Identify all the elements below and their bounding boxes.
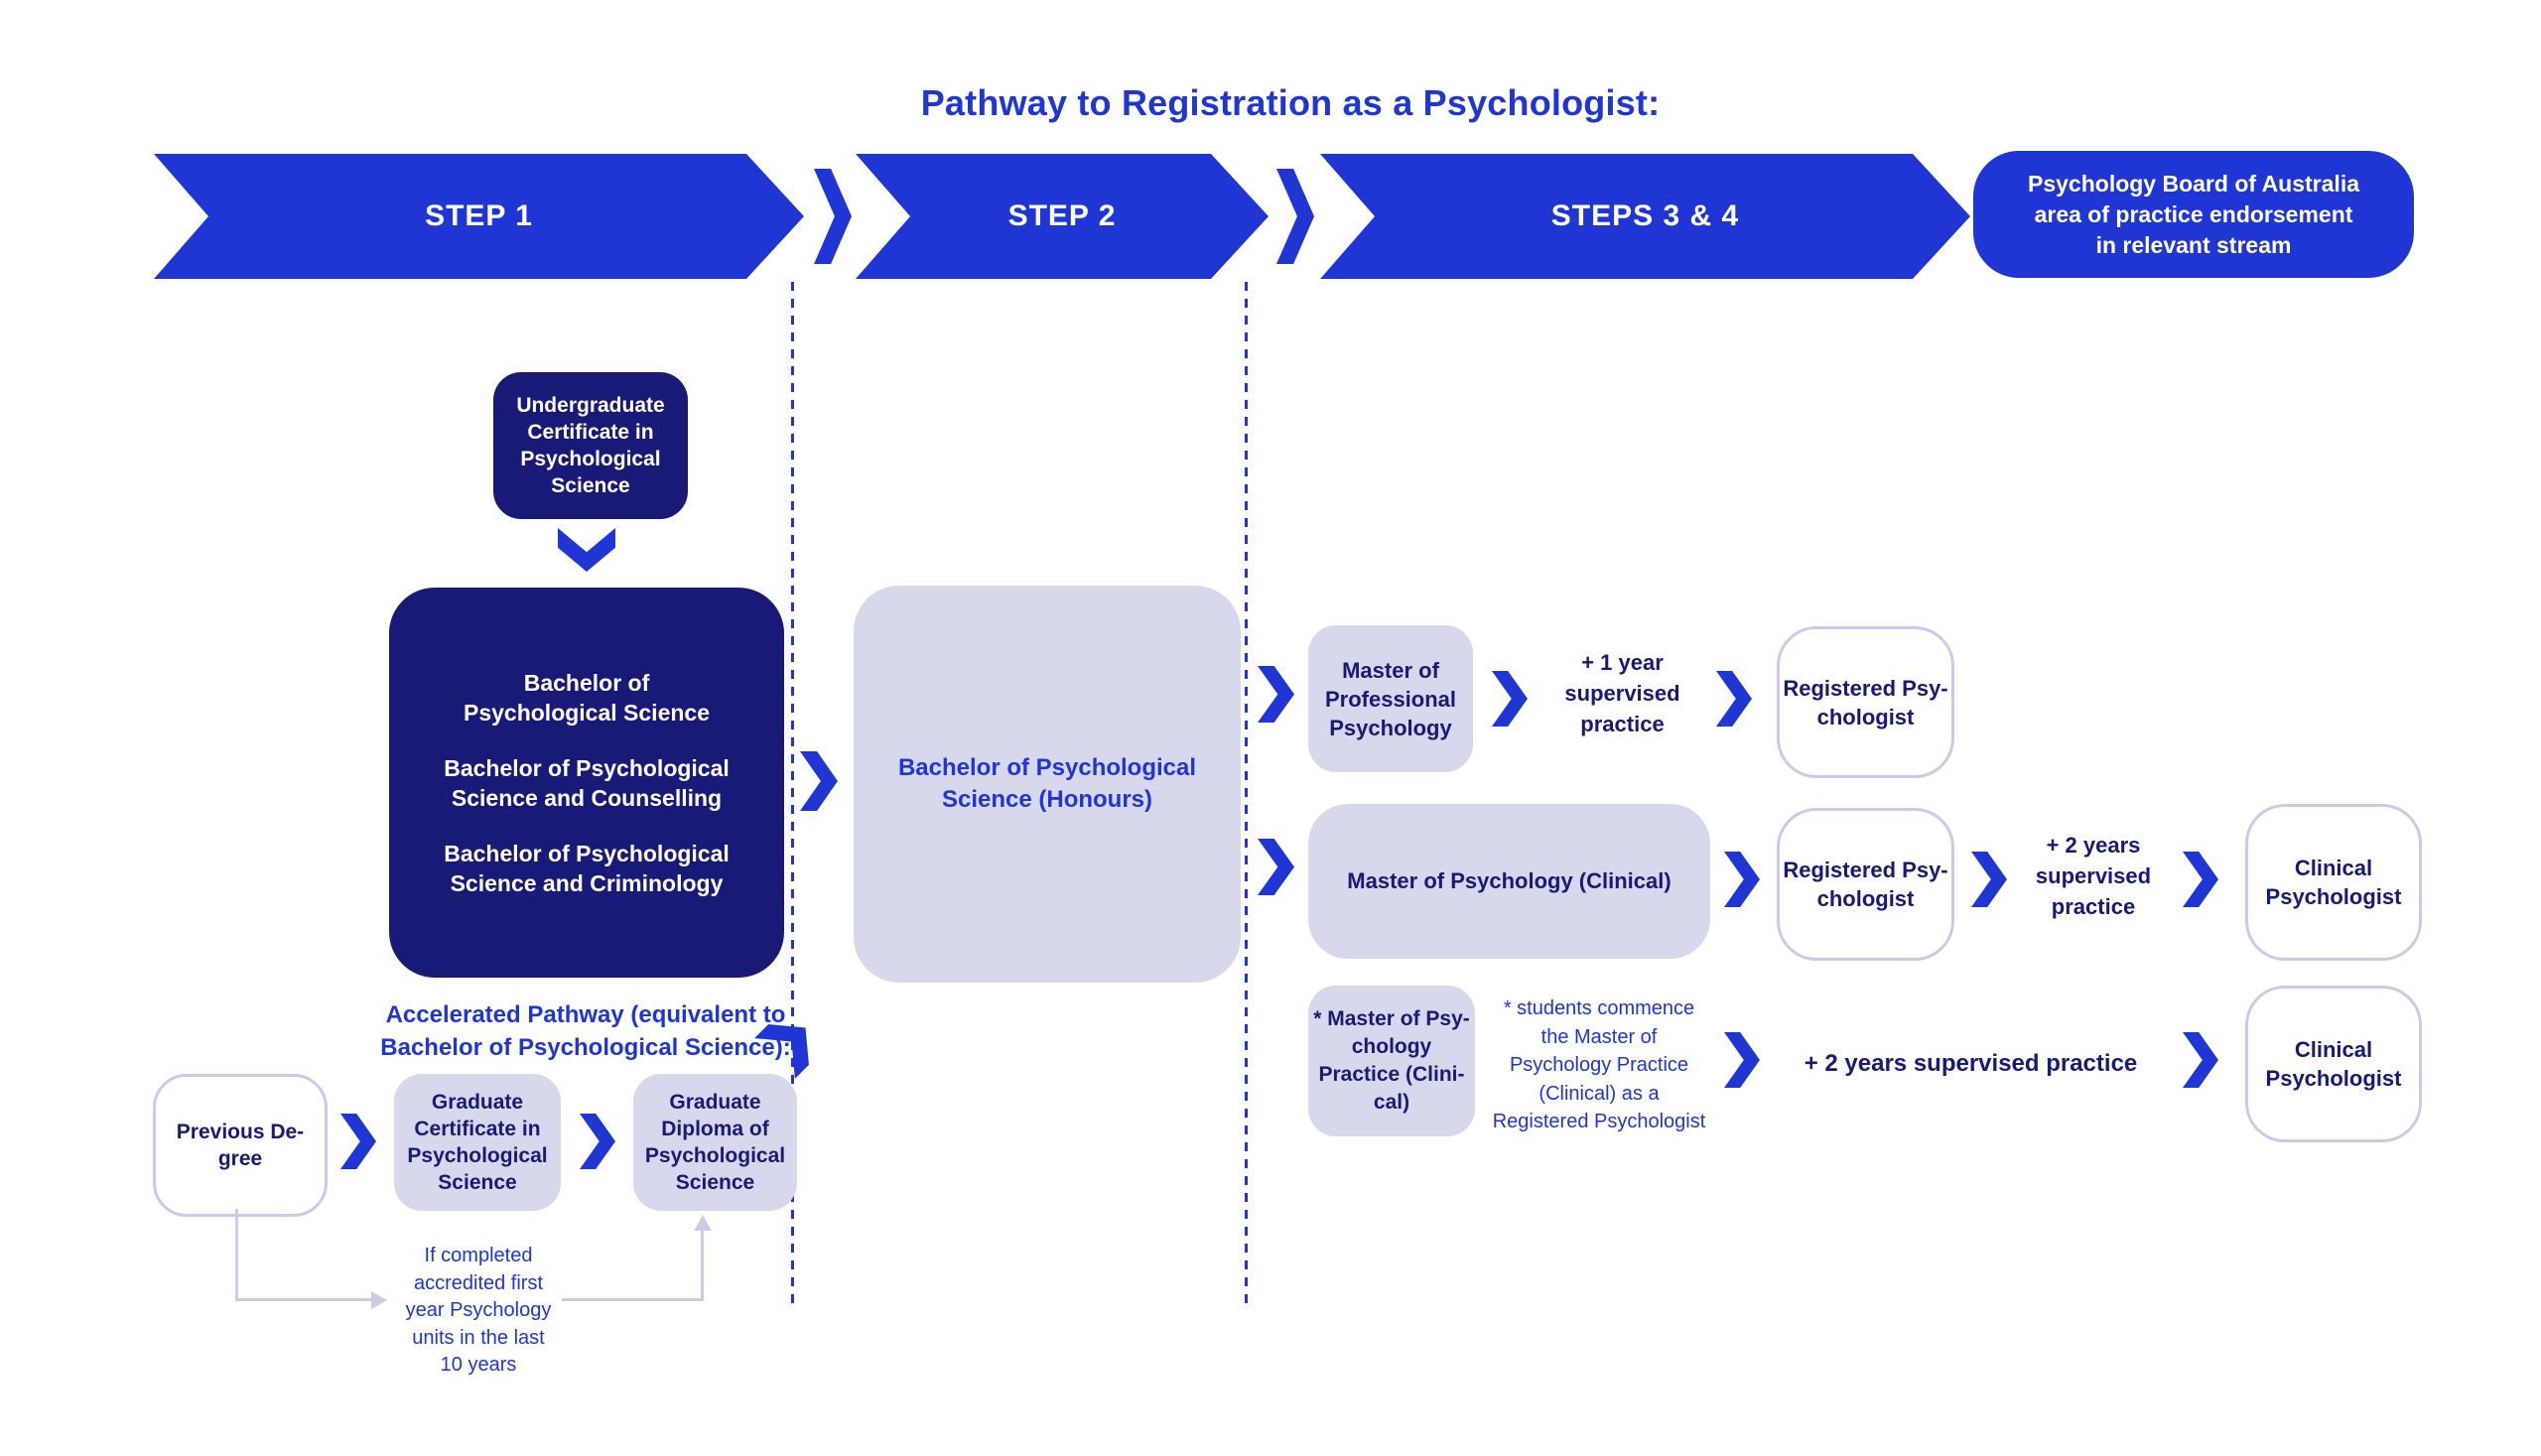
accredited-units-note: If completed accredited first year Psych… [405, 1245, 552, 1376]
connector-line [235, 1209, 238, 1301]
chevron-right-icon [2183, 1032, 2218, 1088]
master-professional-psychology-box: Master of Professional Psychology [1308, 625, 1473, 772]
graduate-certificate-box: Graduate Certificate in Psychological Sc… [394, 1074, 561, 1211]
step2-steps34-dashed-divider [1245, 282, 1248, 1308]
chevron-right-icon [340, 1114, 376, 1169]
banner-steps-3-4: STEPS 3 & 4 [1320, 154, 1970, 279]
chevron-right-icon [1258, 839, 1294, 895]
chevron-right-icon [2183, 852, 2218, 907]
bachelor-degrees-box: Bachelor of Psychological Science Bachel… [389, 588, 784, 978]
graduate-diploma-box: Graduate Diploma of Psychological Scienc… [633, 1074, 797, 1211]
two-years-practice-label: + 2 years supervised practice [2035, 833, 2152, 919]
chevron-right-icon [800, 751, 838, 811]
chevron-right-icon [1724, 1032, 1760, 1088]
chevron-right-icon [580, 1114, 615, 1169]
undergraduate-certificate-box: Undergraduate Certificate in Psychologic… [493, 372, 688, 519]
chevron-separator-icon [1276, 169, 1314, 264]
clinical-psychologist-box: Clinical Psychologist [2245, 804, 2422, 961]
connector-line [235, 1298, 372, 1301]
registered-psychologist-box: Registered Psy- chologist [1777, 626, 1954, 778]
bachelor-degree-item: Bachelor of Psychological Science and Cr… [444, 840, 730, 896]
honours-degree-box: Bachelor of Psychological Science (Honou… [854, 586, 1241, 983]
students-commence-note: * students commence the Master of Psycho… [1492, 997, 1706, 1132]
psychology-board-endorsement-box: Psychology Board of Australia area of pr… [1973, 151, 2414, 278]
chevron-right-icon [1258, 666, 1294, 723]
one-year-practice-label: + 1 year supervised practice [1564, 650, 1680, 736]
accelerated-pathway-heading: Accelerated Pathway (equivalent to Bache… [380, 1001, 791, 1061]
previous-degree-box: Previous De- gree [153, 1074, 328, 1217]
clinical-psychologist-box: Clinical Psychologist [2245, 986, 2422, 1142]
connector-line [562, 1298, 704, 1301]
chevron-down-icon [558, 528, 615, 572]
bachelor-degree-item: Bachelor of Psychological Science and Co… [444, 754, 730, 811]
chevron-right-icon [1716, 671, 1752, 727]
master-psychology-clinical-box: Master of Psychology (Clinical) [1308, 804, 1710, 959]
chevron-right-icon [1492, 671, 1528, 727]
bachelor-degree-item: Bachelor of Psychological Science [463, 669, 710, 726]
connector-line [701, 1231, 704, 1301]
arrow-up-icon [694, 1215, 712, 1231]
two-years-practice-label: + 2 years supervised practice [1804, 1050, 2138, 1077]
chevron-right-icon [1724, 852, 1760, 907]
page-title: Pathway to Registration as a Psychologis… [920, 82, 1661, 123]
step1-step2-dashed-divider [791, 282, 794, 1308]
banner-step2: STEP 2 [856, 154, 1269, 279]
arrow-right-icon [371, 1291, 387, 1309]
master-psychology-practice-clinical-box: * Master of Psy- chology Practice (Clini… [1308, 986, 1475, 1136]
registered-psychologist-box: Registered Psy- chologist [1777, 808, 1954, 961]
banner-step1: STEP 1 [154, 154, 804, 279]
chevron-separator-icon [814, 169, 852, 264]
chevron-right-icon [1971, 852, 2007, 907]
